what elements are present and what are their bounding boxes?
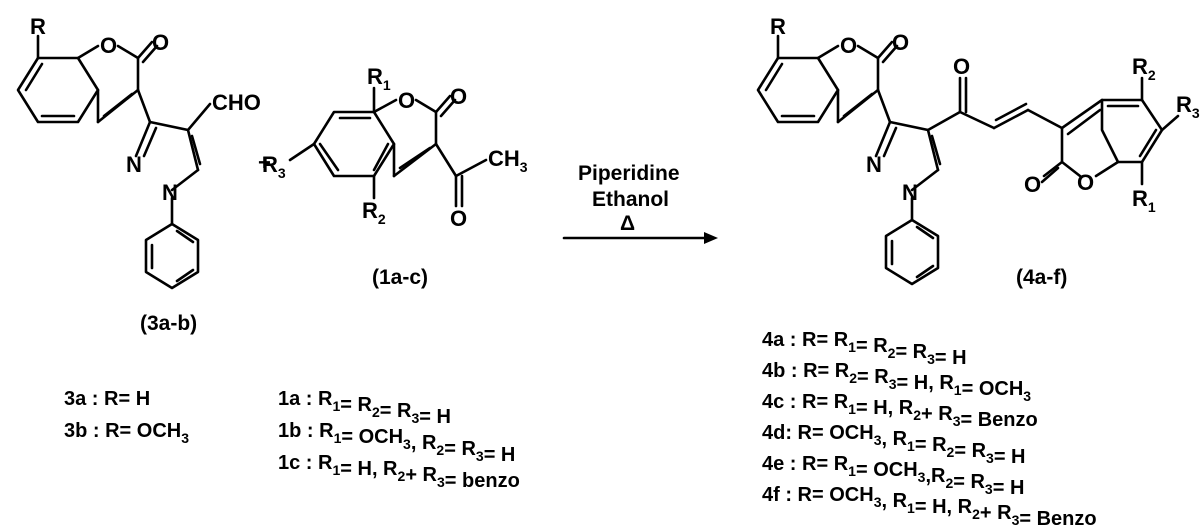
atom-r1-p-letter: R [1132, 186, 1148, 211]
compound-1-structure [288, 86, 488, 208]
atom-r-p: R [770, 14, 786, 39]
atom-o-carbonyl: O [152, 30, 169, 55]
legend-1: 1a : R1= R2= R3= H1b : R1= OCH3, R2= R3=… [278, 388, 520, 492]
atom-r1-c1: R1 [367, 64, 391, 93]
atom-ch3: CH3 [488, 146, 528, 175]
legend3-line: 3b : R= OCH3 [64, 420, 189, 446]
atom-o-ring: O [100, 33, 117, 58]
atom-r2-c1-letter: R [362, 198, 378, 223]
condition-ethanol: Ethanol [592, 188, 669, 211]
atom-ch3-letters: CH [488, 146, 520, 171]
plus-sign: + [258, 150, 271, 175]
atom-n-1-p: N [866, 152, 882, 177]
label-3ab: (3a-b) [140, 312, 197, 335]
atom-o-ring-rp: O [1077, 170, 1094, 195]
atom-o-ring-p: O [840, 33, 857, 58]
atom-r: R [30, 14, 46, 39]
atom-n-2: N [162, 180, 178, 205]
legend4-line: 4b : R= R2= R3= H, R1= OCH3 [762, 360, 1031, 404]
atom-r1-c1-sub: 1 [383, 77, 391, 93]
atom-r1-p-sub: 1 [1148, 199, 1156, 215]
atom-r2-p-sub: 2 [1148, 67, 1156, 83]
atom-o-ring-c1: O [398, 88, 415, 113]
atom-r2-c1-sub: 2 [378, 211, 386, 227]
legend-3: 3a : R= H 3b : R= OCH3 [64, 388, 189, 446]
label-4af: (4a-f) [1016, 266, 1067, 289]
reaction-arrow-head [704, 232, 718, 244]
atom-o-carbonyl-rp: O [1024, 172, 1041, 197]
legend4-line: 4f : R= OCH3, R1= H, R2+ R3= Benzo [762, 484, 1097, 527]
legend4-line: 4e : R= R1= OCH3,R2= R3= H [762, 453, 1024, 499]
atom-r1-c1-letter: R [367, 64, 383, 89]
atom-r2-c1: R2 [362, 198, 386, 227]
atom-r3-p-letter: R [1176, 92, 1192, 117]
legend4-line: 4c : R= R1= H, R2+ R3= Benzo [762, 391, 1038, 431]
atom-o-acetyl: O [450, 206, 467, 231]
legend4-line: 4a : R= R1= R2= R3= H [762, 329, 967, 369]
atom-cho: CHO [212, 90, 261, 115]
legend1-line: 1b : R1= OCH3, R2= R3= H [278, 420, 515, 466]
atom-r3-p-sub: 3 [1192, 105, 1200, 121]
legend3-line: 3a : R= H [64, 388, 150, 410]
atom-n-2-p: N [902, 180, 918, 205]
atom-o-carbonyl-c1: O [450, 84, 467, 109]
compound-3-structure [16, 34, 212, 290]
atom-r2-p: R2 [1132, 54, 1156, 83]
condition-piperidine: Piperidine [578, 162, 680, 185]
atom-r3-c1-sub: 3 [278, 165, 286, 181]
atom-ch3-sub: 3 [520, 159, 528, 175]
atom-n-1: N [126, 152, 142, 177]
legend4-line: 4d: R= OCH3, R1= R2= R3= H [762, 422, 1026, 468]
atom-r2-p-letter: R [1132, 54, 1148, 79]
condition-heat: Δ [620, 212, 635, 235]
atom-o-enone: O [953, 54, 970, 79]
label-1ac: (1a-c) [372, 266, 428, 289]
atom-r3-c1-letter: R [262, 152, 278, 177]
atom-r1-p: R1 [1132, 186, 1156, 215]
atom-r3-c1: R3 [262, 152, 286, 181]
atom-r3-p: R3 [1176, 92, 1200, 121]
legend-4: 4a : R= R1= R2= R3= H4b : R= R2= R3= H, … [762, 329, 1097, 527]
legend1-line: 1a : R1= R2= R3= H [278, 388, 451, 428]
atom-o-carbonyl-p: O [892, 30, 909, 55]
legend1-line: 1c : R1= H, R2+ R3= benzo [278, 452, 520, 492]
compound-4-structure [756, 34, 1180, 286]
